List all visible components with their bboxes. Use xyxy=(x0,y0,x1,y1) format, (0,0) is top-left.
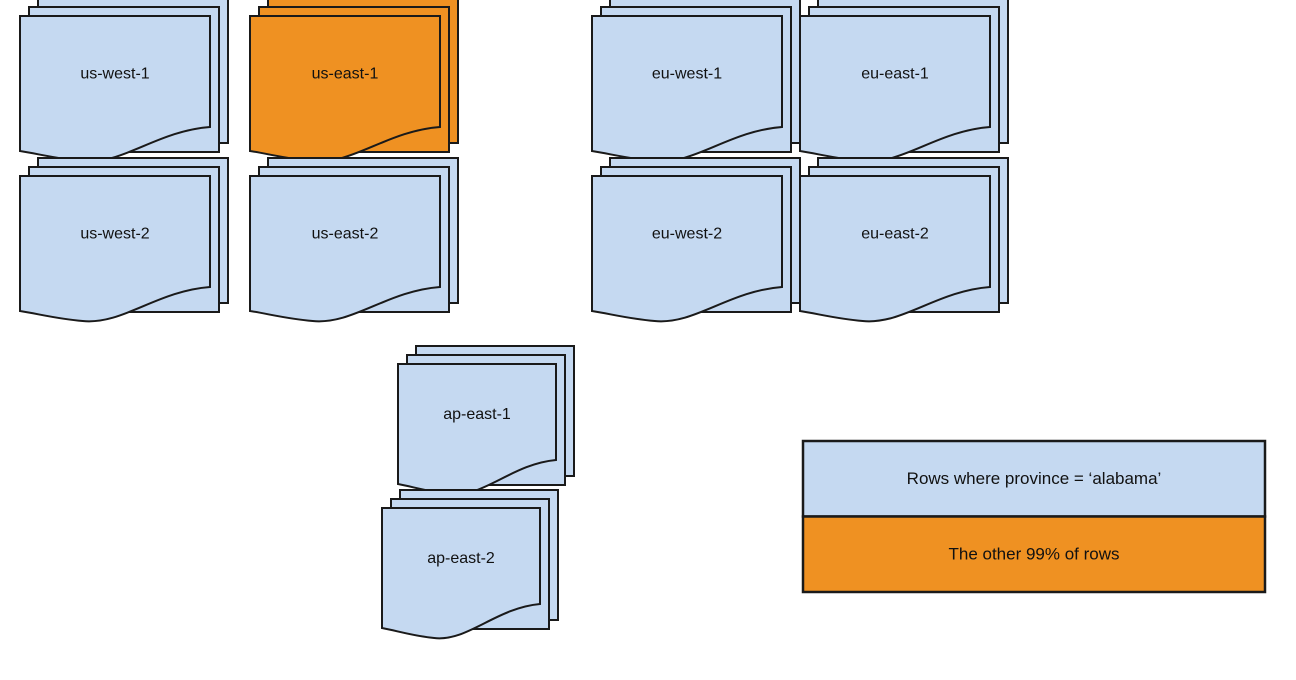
stack-front-document xyxy=(381,507,541,640)
region-stack-ap-east-1[interactable]: ap-east-1 xyxy=(397,345,575,496)
stack-front-document xyxy=(591,175,783,323)
stack-front-document xyxy=(249,175,441,323)
stack-front-document xyxy=(19,175,211,323)
region-stack-us-east-2[interactable]: us-east-2 xyxy=(249,157,459,323)
region-stack-eu-west-2[interactable]: eu-west-2 xyxy=(591,157,801,323)
region-stacks-group: us-west-1us-west-2us-east-1us-east-2 eu-w… xyxy=(19,0,1009,640)
legend-swatch-orange xyxy=(801,515,1267,594)
legend-row-legend-orange: The other 99% of rows xyxy=(801,515,1267,594)
legend-row-legend-blue: Rows where province = ‘alabama’ xyxy=(801,439,1267,518)
legend-group: Rows where province = ‘alabama’The other… xyxy=(801,439,1267,594)
region-stack-us-east-1[interactable]: us-east-1 xyxy=(249,0,459,163)
region-stack-ap-east-2[interactable]: ap-east-2 xyxy=(381,489,559,640)
region-stack-eu-west-1[interactable]: eu-west-1 xyxy=(591,0,801,163)
region-stack-eu-east-1[interactable]: eu-east-1 xyxy=(799,0,1009,163)
legend-swatch-blue xyxy=(801,439,1267,518)
region-stack-us-west-2[interactable]: us-west-2 xyxy=(19,157,229,323)
region-stack-us-west-1[interactable]: us-west-1 xyxy=(19,0,229,163)
stack-front-document xyxy=(799,175,991,323)
region-stack-eu-east-2[interactable]: eu-east-2 xyxy=(799,157,1009,323)
